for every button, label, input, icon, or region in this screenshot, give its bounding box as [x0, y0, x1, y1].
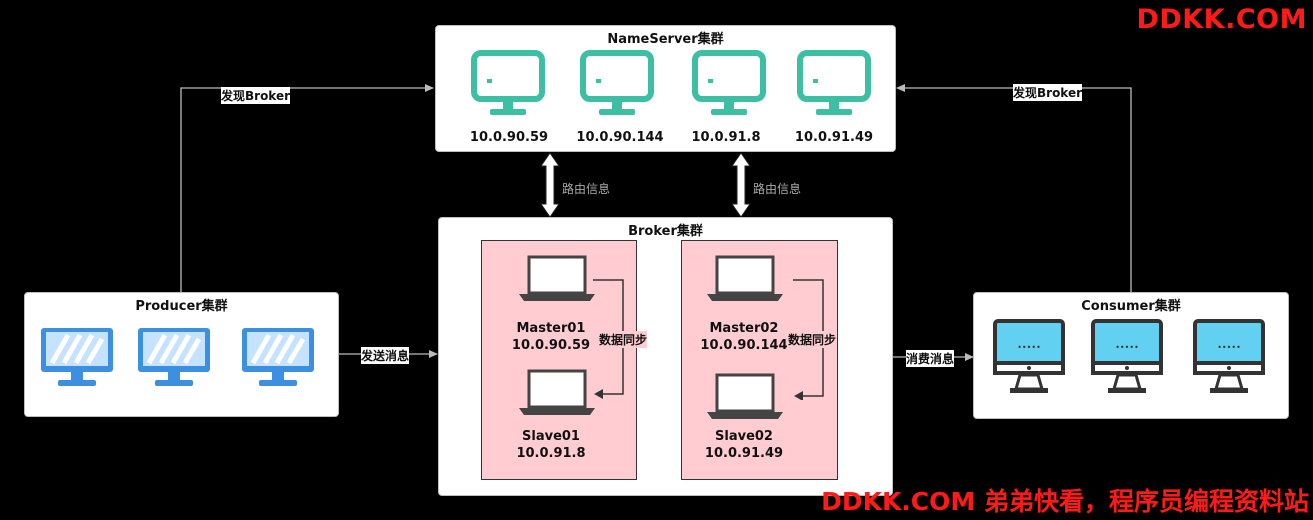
laptop-icon: [707, 373, 783, 419]
route-arrow-left: [540, 152, 560, 218]
master01-name: Master01: [516, 321, 586, 336]
imac-icon: •••••: [1193, 319, 1265, 393]
producer-discover-line: [180, 84, 434, 292]
server-monitor-icon: [797, 50, 871, 115]
consumer-title: Consumer集群: [1081, 299, 1181, 314]
server-monitor-icon: [580, 50, 654, 115]
slave01-name: Slave01: [522, 429, 580, 444]
route-label-right: 路由信息: [753, 180, 802, 197]
send-message-label: 发送消息: [361, 347, 410, 364]
consumer-discover-label: 发现Broker: [1013, 84, 1083, 101]
slave02-label: Slave02 10.0.91.49: [696, 428, 792, 462]
laptop-icon: [519, 369, 595, 415]
nameserver-ip: 10.0.90.59: [469, 130, 549, 145]
route-label-left: 路由信息: [562, 180, 611, 197]
server-monitor-icon: [692, 50, 766, 115]
nameserver-ip: 10.0.90.144: [576, 130, 664, 145]
consumer-discover-line: [896, 84, 1132, 292]
consume-message-label: 消费消息: [906, 350, 955, 367]
slave01-ip: 10.0.91.8: [516, 446, 586, 461]
nameserver-ip: 10.0.91.8: [691, 130, 761, 145]
server-monitor-icon: [471, 50, 545, 115]
broker-title: Broker集群: [628, 224, 703, 239]
svg-text:•••••: •••••: [1115, 343, 1139, 352]
nameserver-cluster: NameServer集群: [435, 25, 896, 152]
master02-label: Master02 10.0.90.144: [696, 320, 792, 354]
master02-name: Master02: [709, 321, 779, 336]
master01-label: Master01 10.0.90.59: [506, 320, 596, 354]
watermark-bottom: DDKK.COM 弟弟快看，程序员编程资料站: [821, 487, 1309, 516]
svg-text:•••••: •••••: [1017, 343, 1041, 352]
desktop-monitor-icon: [41, 328, 113, 386]
sync-label-2: 数据同步: [788, 331, 837, 348]
producer-discover-label: 发现Broker: [221, 87, 291, 104]
nameserver-ip: 10.0.91.49: [794, 130, 874, 145]
imac-icon: •••••: [1091, 319, 1163, 393]
svg-text:•••••: •••••: [1217, 343, 1241, 352]
desktop-monitor-icon: [138, 328, 210, 386]
slave01-label: Slave01 10.0.91.8: [506, 428, 596, 462]
slave02-name: Slave02: [715, 429, 773, 444]
master02-ip: 10.0.90.144: [700, 338, 788, 353]
nameserver-title: NameServer集群: [607, 32, 724, 47]
desktop-monitor-icon: [242, 328, 314, 386]
route-arrow-right: [731, 152, 751, 218]
watermark-top: DDKK.COM: [1136, 4, 1307, 35]
master01-ip: 10.0.90.59: [511, 338, 591, 353]
sync-label-1: 数据同步: [599, 331, 648, 348]
slave02-ip: 10.0.91.49: [704, 446, 784, 461]
laptop-icon: [707, 255, 783, 301]
imac-icon: •••••: [993, 319, 1065, 393]
producer-title: Producer集群: [135, 299, 228, 314]
laptop-icon: [519, 255, 595, 301]
